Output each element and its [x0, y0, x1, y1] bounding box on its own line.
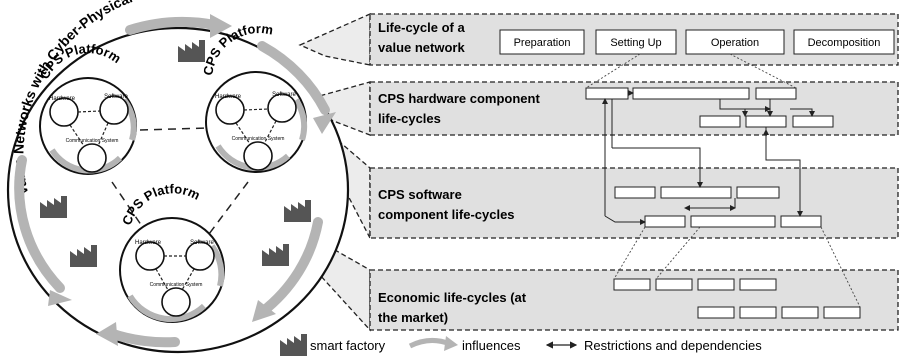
- platform-2-software: Software: [272, 92, 296, 98]
- software-panel: CPS software component life-cycles: [369, 167, 899, 239]
- economic-title-line1: Economic life-cycles (at: [378, 290, 527, 305]
- platform-1-communication: Communication System: [66, 138, 119, 144]
- platform-3-hardware: Hardware: [135, 240, 162, 246]
- hw-lifecycle-box: [632, 87, 750, 100]
- software-title-line2: component life-cycles: [378, 207, 515, 222]
- eco-lifecycle-box: [613, 278, 651, 291]
- phase-operation: Operation: [711, 37, 759, 49]
- phase-box-preparation: [499, 29, 585, 55]
- legend-influences: influences: [462, 338, 521, 353]
- hw-lifecycle-box: [585, 87, 629, 100]
- hardware-title-line1: CPS hardware component: [378, 91, 540, 106]
- platform-3-software: Software: [190, 240, 214, 246]
- cps-platform-1: CPS Platform Hardware Software Communica…: [37, 41, 137, 175]
- platform-1-hardware: Hardware: [49, 96, 76, 102]
- influence-arrows: [14, 17, 330, 348]
- sw-lifecycle-box: [660, 186, 732, 199]
- phase-box-decomposition: [793, 29, 895, 55]
- software-title-line1: CPS software: [378, 187, 462, 202]
- phase-setting-up: Setting Up: [610, 37, 661, 49]
- sw-lifecycle-box: [780, 215, 822, 228]
- eco-lifecycle-box: [823, 306, 861, 319]
- eco-lifecycle-box: [781, 306, 819, 319]
- eco-lifecycle-box: [655, 278, 693, 291]
- legend-smart-factory-icon: [280, 334, 307, 356]
- eco-lifecycle-box: [697, 306, 735, 319]
- sw-lifecycle-box: [614, 186, 656, 199]
- sw-lifecycle-box: [690, 215, 776, 228]
- phase-decomposition: Decomposition: [808, 37, 881, 49]
- hw-lifecycle-box: [745, 115, 787, 128]
- lifecycle-title-line1: Life-cycle of a: [378, 20, 465, 35]
- influence-arrow-heads: [48, 14, 336, 346]
- eco-lifecycle-box: [739, 278, 777, 291]
- sw-lifecycle-box: [736, 186, 780, 199]
- platform-1-software: Software: [104, 94, 128, 100]
- legend-smart-factory: smart factory: [310, 338, 386, 353]
- sw-lifecycle-box: [644, 215, 686, 228]
- legend-restrictions: Restrictions and dependencies: [584, 338, 762, 353]
- lifecycle-title-line2: value network: [378, 40, 465, 55]
- hw-lifecycle-box: [699, 115, 741, 128]
- legend-influence-icon: [408, 338, 451, 349]
- platform-2-communication: Communication System: [232, 136, 285, 142]
- dependency-arrows: [602, 90, 815, 225]
- economic-title-line2: the market): [378, 310, 448, 325]
- lifecycle-panel: Life-cycle of a value network Preparatio…: [369, 13, 899, 66]
- hw-lifecycle-box: [755, 87, 797, 100]
- legend: smart factory influences Restrictions an…: [280, 334, 762, 356]
- phase-preparation: Preparation: [514, 37, 571, 49]
- hardware-title-line2: life-cycles: [378, 111, 441, 126]
- hw-lifecycle-box: [792, 115, 834, 128]
- platform-3-communication: Communication System: [150, 282, 203, 288]
- phase-box-setting-up: [595, 29, 677, 55]
- phase-box-operation: [685, 29, 785, 55]
- eco-lifecycle-box: [739, 306, 777, 319]
- economic-panel: Economic life-cycles (at the market): [369, 269, 899, 331]
- panel-dotted-links: [585, 53, 861, 308]
- hardware-panel: CPS hardware component life-cycles: [369, 81, 899, 136]
- platform-2-hardware: Hardware: [215, 94, 242, 100]
- eco-lifecycle-box: [697, 278, 735, 291]
